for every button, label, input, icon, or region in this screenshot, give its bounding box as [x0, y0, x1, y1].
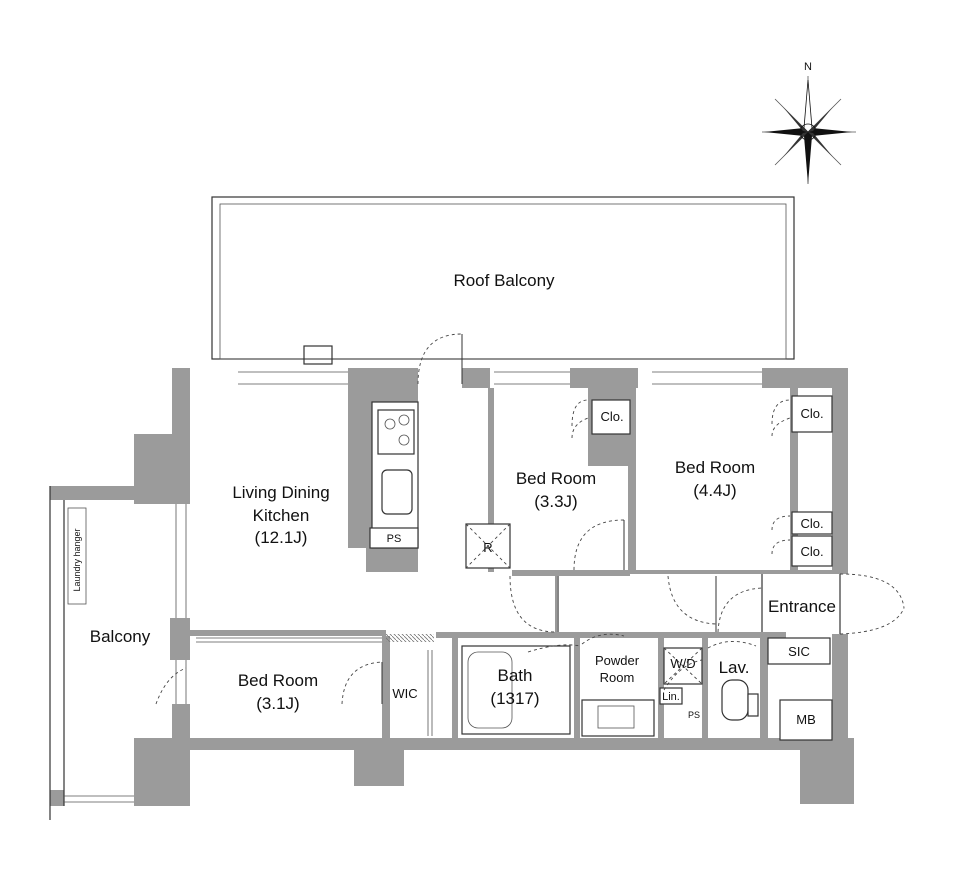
bath-label: Bath: [498, 666, 533, 685]
toilet-icon: [721, 679, 749, 721]
bathtub-icon: [461, 645, 571, 735]
interior-outlines: [175, 371, 841, 736]
ldk-size: (12.1J): [255, 528, 308, 547]
clo-bed2-mid-label: Clo.: [800, 516, 823, 531]
sink-icon: [381, 469, 413, 515]
vanity-icon: [581, 699, 655, 737]
entrance-label: Entrance: [768, 597, 836, 616]
roof-balcony: Roof Balcony: [211, 196, 795, 365]
bed3-label: Bed Room: [238, 671, 318, 690]
laundry-hanger-label: Laundry hanger: [72, 528, 82, 591]
wet-area: W/D Lin. PS: [461, 645, 759, 737]
mb-label: MB: [796, 712, 816, 727]
ldk-label-line1: Living Dining: [232, 483, 329, 502]
wic-label: WIC: [392, 686, 417, 701]
ps-lav-label: PS: [688, 710, 700, 720]
lin-label: Lin.: [662, 691, 680, 703]
bed3-size: (3.1J): [256, 694, 299, 713]
bed1-label: Bed Room: [516, 469, 596, 488]
refrigerator-label: R: [483, 540, 492, 555]
wd-label: W/D: [670, 656, 695, 671]
clo-bed2-top-label: Clo.: [800, 406, 823, 421]
sic-label: SIC: [788, 644, 810, 659]
compass-north-label: N: [804, 61, 812, 73]
bed2-size: (4.4J): [693, 481, 736, 500]
stove-icon: [377, 409, 415, 455]
bath-size: (1317): [490, 689, 539, 708]
compass: N: [762, 61, 856, 184]
ldk-label-line2: Kitchen: [253, 506, 310, 525]
ps-kitchen-label: PS: [387, 533, 402, 545]
clo-bed2-bot-label: Clo.: [800, 544, 823, 559]
clo-bed1-label: Clo.: [600, 409, 623, 424]
outdoor-unit: [303, 345, 333, 365]
powder-room-label-line2: Room: [600, 670, 635, 685]
balcony-label: Balcony: [90, 627, 151, 646]
powder-room-label-line1: Powder: [595, 653, 640, 668]
roof-balcony-label: Roof Balcony: [453, 271, 555, 290]
bed2-label: Bed Room: [675, 458, 755, 477]
doors: [155, 333, 905, 705]
closets: Clo. Clo. Clo. Clo. SIC MB: [591, 395, 833, 741]
exterior-walls: [134, 368, 854, 806]
lav-label: Lav.: [719, 658, 750, 677]
bed1-size: (3.3J): [534, 492, 577, 511]
room-labels: Living Dining Kitchen (12.1J) Bed Room (…: [232, 458, 836, 713]
kitchen: PS R: [369, 401, 511, 569]
